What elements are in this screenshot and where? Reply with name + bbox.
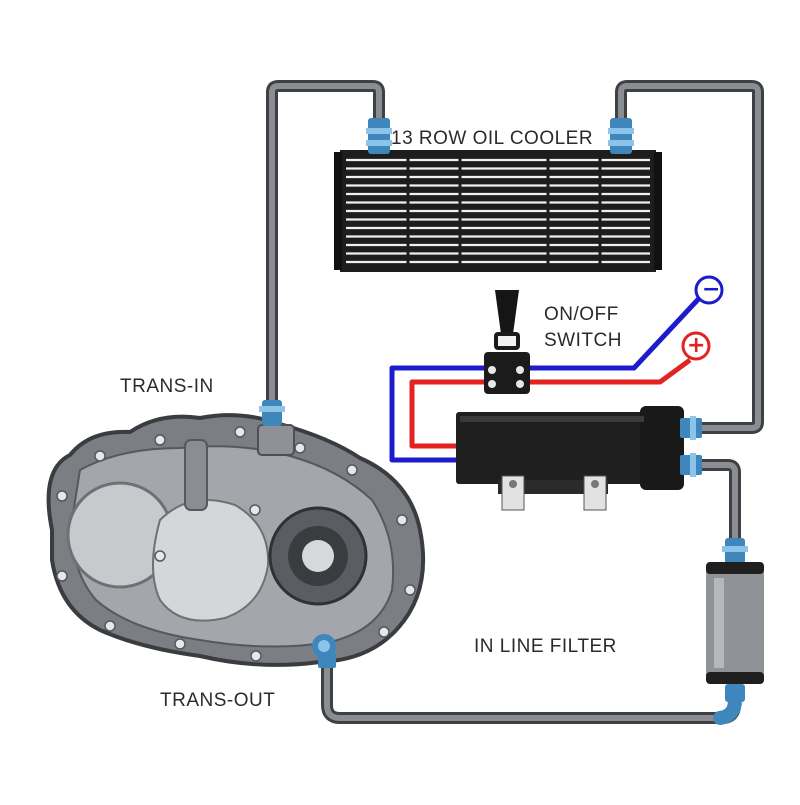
negative-symbol: −: [702, 277, 721, 302]
switch-label-line1: ON/OFF: [544, 304, 619, 325]
pump-inlet-fitting: [680, 416, 702, 440]
trans-out-label: TRANS-OUT: [160, 690, 276, 711]
hose-filter-to-trans-out: [321, 654, 741, 724]
positive-terminal: [681, 331, 711, 361]
oil-cooler: [334, 150, 662, 272]
inline-filter-label: IN LINE FILTER: [474, 636, 617, 657]
trans-in-label: TRANS-IN: [120, 376, 214, 397]
oil-cooler-label: 13 ROW OIL COOLER: [391, 128, 594, 149]
transmission-case: [46, 413, 426, 667]
negative-terminal: [694, 275, 724, 305]
switch-label-line2: SWITCH: [544, 330, 622, 351]
trans-in-fitting: [259, 400, 285, 426]
toggle-switch: [484, 290, 530, 394]
negative-wire: [389, 290, 707, 463]
inline-filter: [706, 538, 764, 725]
cooler-inlet-fitting: [366, 118, 392, 154]
oil-pump: [456, 406, 684, 511]
trans-out-fitting: [312, 634, 336, 668]
positive-symbol: +: [687, 333, 706, 358]
positive-wire: [409, 357, 692, 449]
pump-outlet-fitting: [680, 453, 702, 477]
hose-pump-to-filter: [694, 459, 741, 546]
cooler-outlet-fitting: [608, 118, 634, 154]
